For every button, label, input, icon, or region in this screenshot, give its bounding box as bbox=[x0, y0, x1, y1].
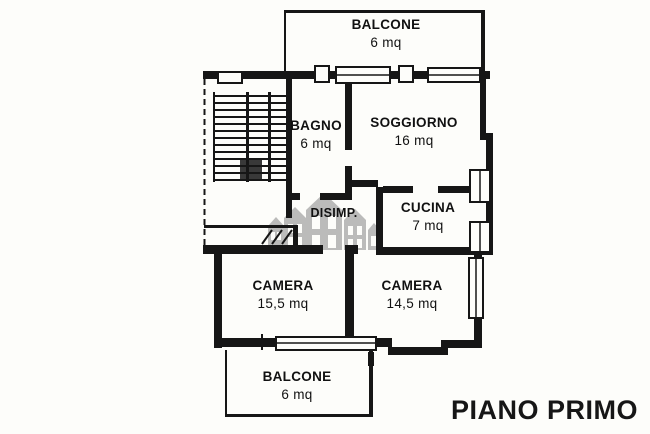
wall bbox=[214, 245, 222, 348]
wall bbox=[345, 245, 354, 349]
wall bbox=[293, 225, 298, 247]
wall bbox=[214, 338, 276, 347]
stairs bbox=[213, 92, 288, 182]
wall bbox=[286, 71, 292, 218]
wall bbox=[388, 347, 446, 355]
room-label-disimpegno: DISIMP. bbox=[310, 204, 357, 222]
balcony-wall bbox=[284, 10, 485, 13]
wall bbox=[441, 340, 448, 355]
room-name: CAMERA bbox=[252, 278, 314, 293]
wall bbox=[345, 78, 352, 150]
wall bbox=[203, 245, 323, 254]
wall bbox=[438, 186, 472, 193]
balcony-wall bbox=[225, 414, 373, 417]
entry-door-hatch bbox=[261, 229, 293, 245]
room-name: BALCONE bbox=[351, 17, 421, 32]
room-area: 6 mq bbox=[370, 35, 402, 50]
room-label-balcone-top: BALCONE 6 mq bbox=[352, 16, 421, 52]
wall bbox=[204, 225, 298, 228]
room-name: CUCINA bbox=[400, 200, 456, 215]
window bbox=[398, 65, 414, 83]
room-area: 6 mq bbox=[281, 387, 313, 402]
room-name: DISIMP. bbox=[310, 206, 358, 220]
wall bbox=[383, 186, 413, 193]
floor-title: PIANO PRIMO bbox=[450, 395, 638, 425]
houses-watermark-icon bbox=[268, 193, 380, 250]
room-label-cucina: CUCINA 7 mq bbox=[401, 199, 455, 235]
wall bbox=[376, 247, 493, 255]
room-area: 14,5 mq bbox=[386, 296, 438, 311]
room-area: 7 mq bbox=[412, 218, 444, 233]
wall bbox=[446, 340, 482, 348]
room-label-camera-sinistra: CAMERA 15,5 mq bbox=[252, 277, 313, 313]
wall bbox=[376, 338, 392, 347]
room-name: BALCONE bbox=[262, 369, 332, 384]
room-area: 6 mq bbox=[300, 136, 332, 151]
room-area: 15,5 mq bbox=[257, 296, 309, 311]
wall bbox=[261, 334, 263, 350]
window bbox=[314, 65, 330, 83]
wall bbox=[288, 193, 300, 200]
room-area: 16 mq bbox=[394, 133, 434, 148]
room-label-soggiorno: SOGGIORNO 16 mq bbox=[370, 114, 457, 150]
windows-layer bbox=[217, 65, 491, 351]
wall bbox=[480, 71, 486, 139]
balcony-wall bbox=[225, 350, 227, 416]
balcony-wall bbox=[369, 350, 373, 416]
room-label-camera-destra: CAMERA 14,5 mq bbox=[381, 277, 442, 313]
wall bbox=[376, 187, 383, 255]
wall bbox=[345, 180, 378, 187]
wall-notch bbox=[217, 71, 243, 84]
balcony-wall bbox=[481, 10, 485, 73]
room-label-bagno: BAGNO 6 mq bbox=[290, 117, 342, 153]
room-label-balcone-bottom: BALCONE 6 mq bbox=[263, 368, 332, 404]
balcony-wall bbox=[368, 352, 374, 366]
room-name: BAGNO bbox=[290, 118, 342, 133]
room-name: SOGGIORNO bbox=[370, 115, 458, 130]
balcony-wall bbox=[284, 10, 286, 73]
room-name: CAMERA bbox=[381, 278, 443, 293]
wall bbox=[320, 193, 352, 200]
